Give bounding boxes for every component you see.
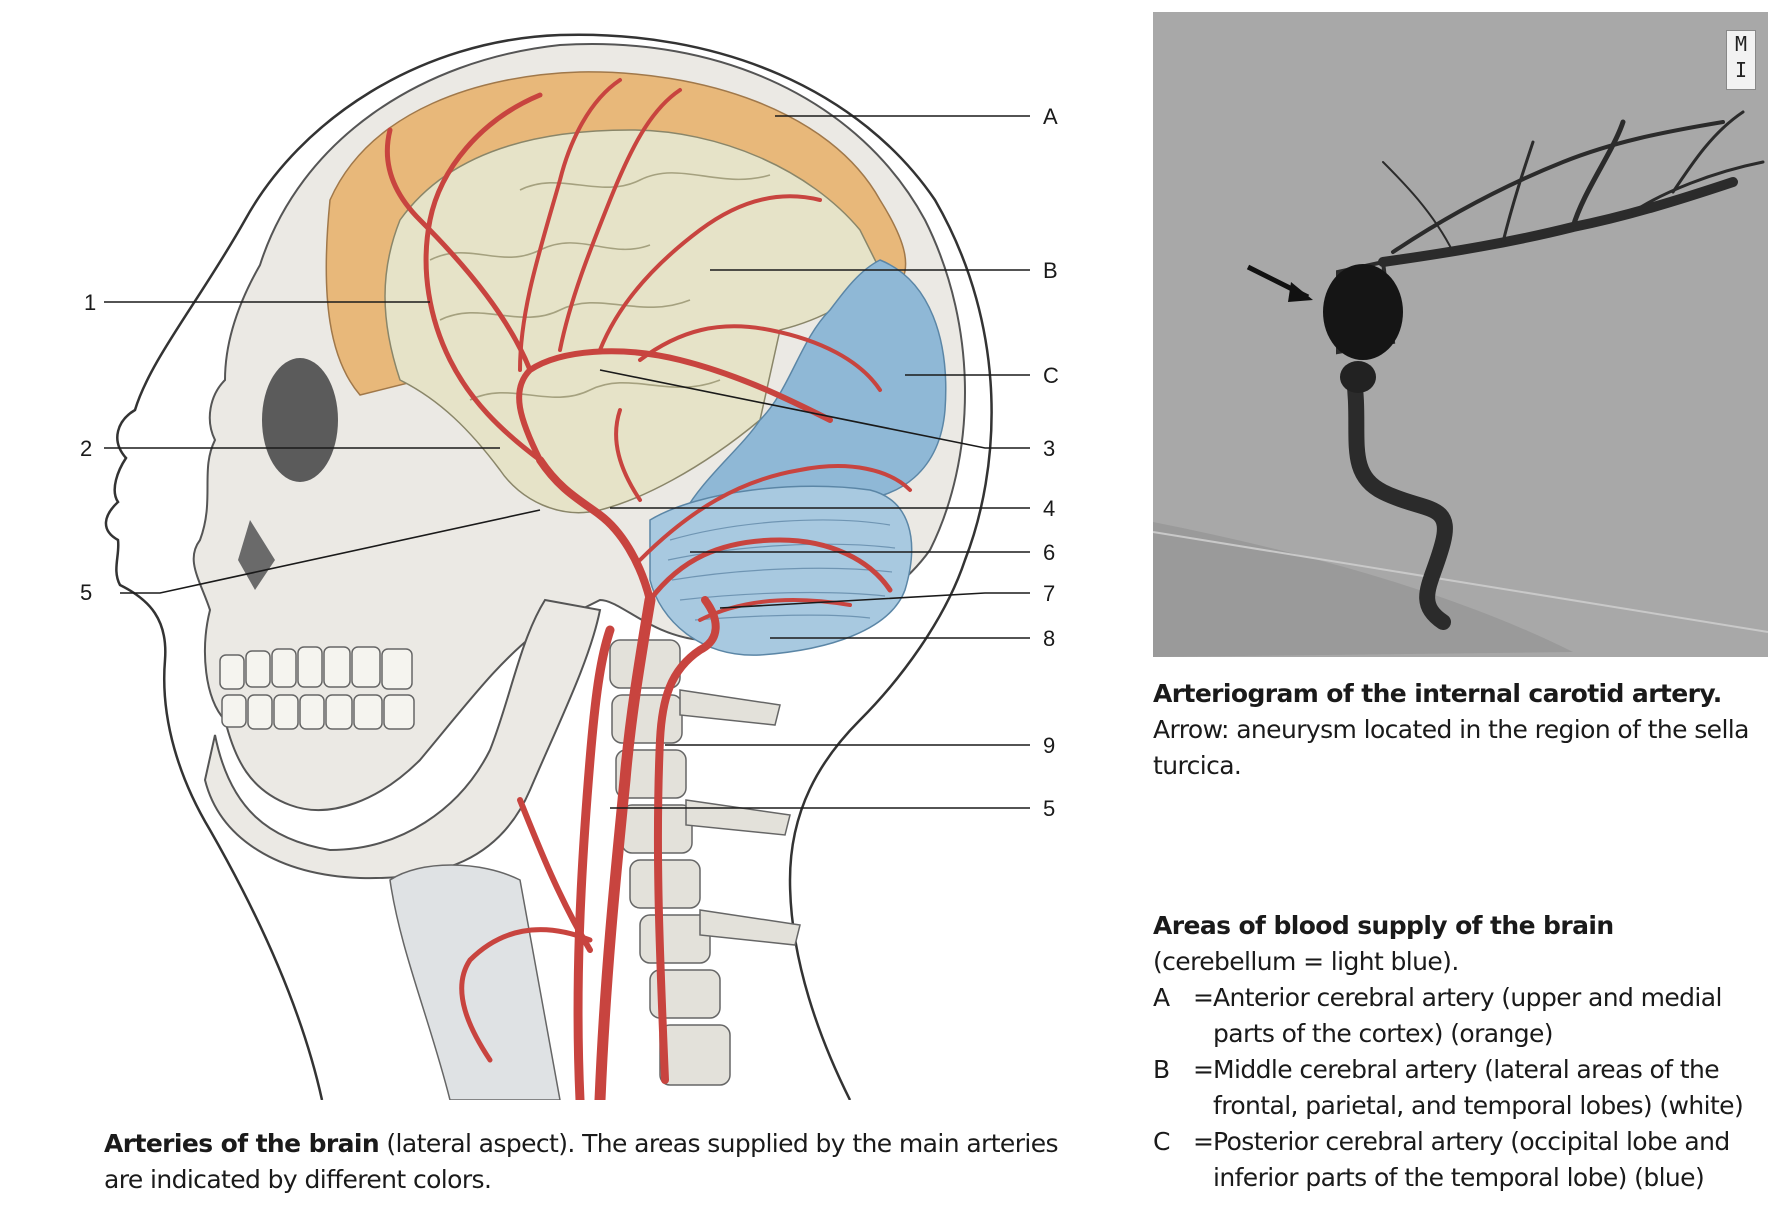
label-C: C — [1043, 363, 1059, 388]
aneurysm — [1323, 264, 1403, 360]
badge-bottom-letter: I — [1734, 58, 1748, 82]
label-1: 1 — [84, 290, 96, 315]
illustration-caption: Arteries of the brain (lateral aspect). … — [104, 1126, 1064, 1198]
legend-subtitle: (cerebellum = light blue). — [1153, 947, 1459, 976]
label-4: 4 — [1043, 496, 1055, 521]
internal-carotid-artery — [594, 594, 656, 1100]
superior-thyroid-artery — [459, 927, 593, 1063]
arteriogram-image: M I — [1153, 12, 1768, 657]
illustration-caption-title: Arteries of the brain — [104, 1129, 380, 1158]
brain-arteries-illustration: 1 2 5 A B C 3 4 6 7 8 9 5 — [80, 33, 1059, 1100]
legend-letter: B — [1153, 1055, 1170, 1084]
arteries — [384, 78, 912, 1100]
legend-title: Areas of blood supply of the brain — [1153, 911, 1614, 940]
orientation-badge: M I — [1726, 30, 1756, 90]
legend-equals: = — [1193, 983, 1214, 1012]
label-6: 6 — [1043, 540, 1055, 565]
arteriogram-graphic — [1153, 12, 1768, 657]
arteriogram-caption-title: Arteriogram of the internal carotid arte… — [1153, 679, 1722, 708]
label-9: 9 — [1043, 733, 1055, 758]
leader-lines — [104, 115, 1030, 809]
nasal-cavity — [238, 520, 275, 590]
legend-text: Anterior cerebral artery (upper and medi… — [1213, 983, 1722, 1048]
legend-item-A: A = Anterior cerebral artery (upper and … — [1153, 980, 1768, 1052]
middle-cerebral-artery — [516, 348, 833, 463]
legend-letter: C — [1153, 1127, 1170, 1156]
legend-equals: = — [1193, 1127, 1214, 1156]
teeth — [219, 646, 415, 730]
facial-artery — [517, 797, 593, 953]
brain-posterior-territory — [678, 259, 947, 521]
arteriogram-caption: Arteriogram of the internal carotid arte… — [1153, 676, 1753, 784]
label-7: 7 — [1043, 581, 1055, 606]
mandible — [203, 598, 602, 880]
legend-equals: = — [1193, 1055, 1214, 1084]
external-carotid-artery — [573, 625, 615, 1100]
legend-text: Posterior cerebral artery (occipital lob… — [1213, 1127, 1730, 1192]
legend-letter: A — [1153, 983, 1170, 1012]
label-A: A — [1043, 104, 1058, 129]
legend-item-C: C = Posterior cerebral artery (occipital… — [1153, 1124, 1768, 1196]
brain-middle-territory — [384, 129, 881, 514]
legend-text: Middle cerebral artery (lateral areas of… — [1213, 1055, 1744, 1120]
label-5-left: 5 — [80, 580, 92, 605]
badge-top-letter: M — [1734, 32, 1748, 56]
blood-supply-legend: Areas of blood supply of the brain (cere… — [1153, 908, 1768, 1196]
label-3: 3 — [1043, 436, 1055, 461]
carotid-siphon — [1345, 364, 1453, 630]
label-5-right: 5 — [1043, 796, 1055, 821]
orbit — [262, 358, 338, 482]
arteriogram-caption-text: Arrow: aneurysm located in the region of… — [1153, 715, 1749, 780]
label-B: B — [1043, 258, 1058, 283]
anterior-cerebral-artery — [423, 92, 543, 463]
vertebral-artery — [653, 596, 720, 1084]
label-8: 8 — [1043, 626, 1055, 651]
legend-item-B: B = Middle cerebral artery (lateral area… — [1153, 1052, 1768, 1124]
posterior-cerebral-artery — [638, 464, 912, 562]
larynx — [389, 864, 561, 1100]
label-2: 2 — [80, 436, 92, 461]
illustration-caption-text: (lateral aspect). The areas supplied by … — [104, 1129, 1059, 1194]
